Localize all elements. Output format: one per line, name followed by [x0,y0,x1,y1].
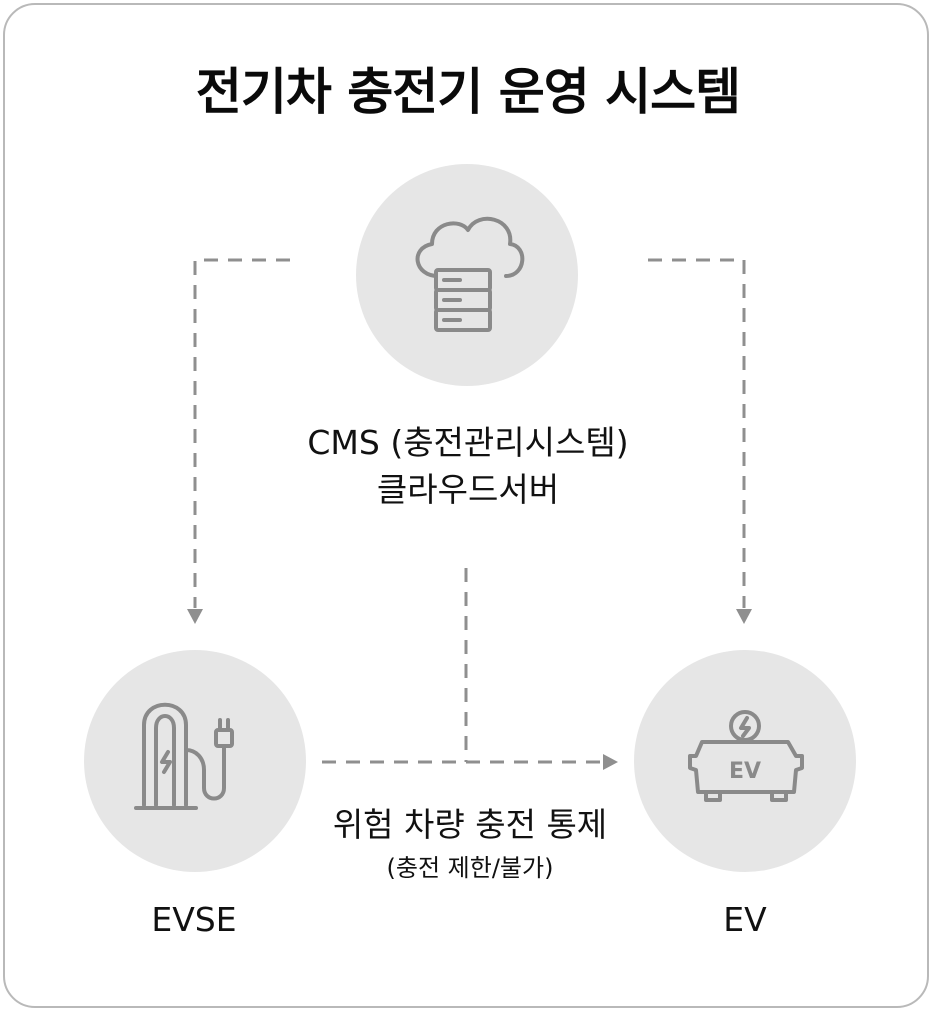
evse-label: EVSE [151,900,237,939]
cloud-server-icon [415,216,525,332]
arrowhead-control [603,754,618,770]
connector-cms-to-evse [193,258,290,608]
diagram-title: 전기차 충전기 운영 시스템 [195,63,741,121]
cms-label-primary: CMS (충전관리시스템) [307,423,629,462]
arrowhead-evse [187,609,203,624]
ev-node: EV [634,650,856,872]
control-label-primary: 위험 차량 충전 통제 [332,805,608,844]
cms-node [356,164,578,386]
control-label-secondary: (충전 제한/불가) [386,854,554,882]
cms-label-secondary: 클라우드서버 [376,470,560,509]
evse-node [84,650,306,872]
charging-station-icon [134,702,234,810]
ev-badge-text: EV [729,759,761,784]
ev-label: EV [723,900,767,939]
arrowhead-ev [736,609,752,624]
electric-car-icon: EV [688,710,804,802]
connector-cms-to-ev [648,258,746,608]
